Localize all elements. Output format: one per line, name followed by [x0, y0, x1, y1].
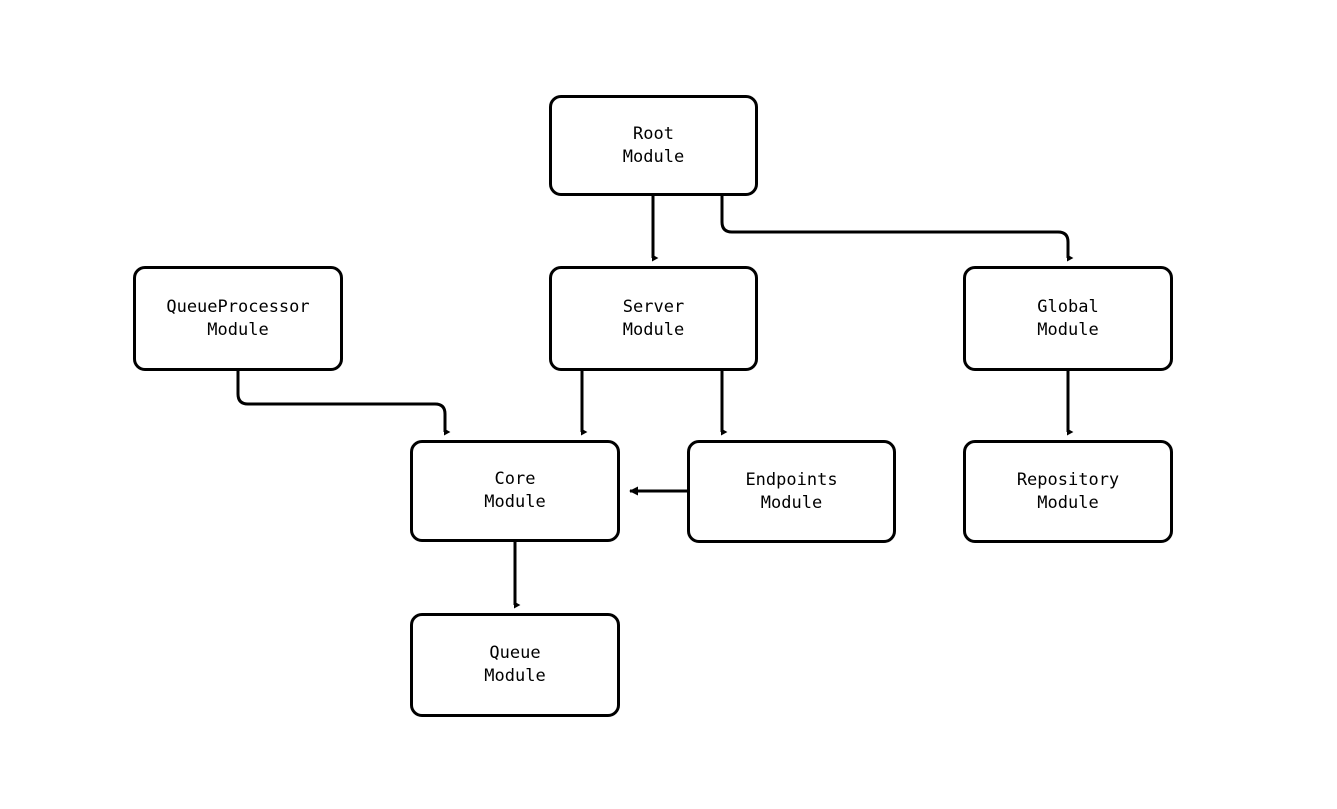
edge-queueprocessor-to-core — [236, 371, 451, 436]
edges-group — [236, 196, 1074, 609]
edge-root-to-global — [720, 196, 1074, 262]
